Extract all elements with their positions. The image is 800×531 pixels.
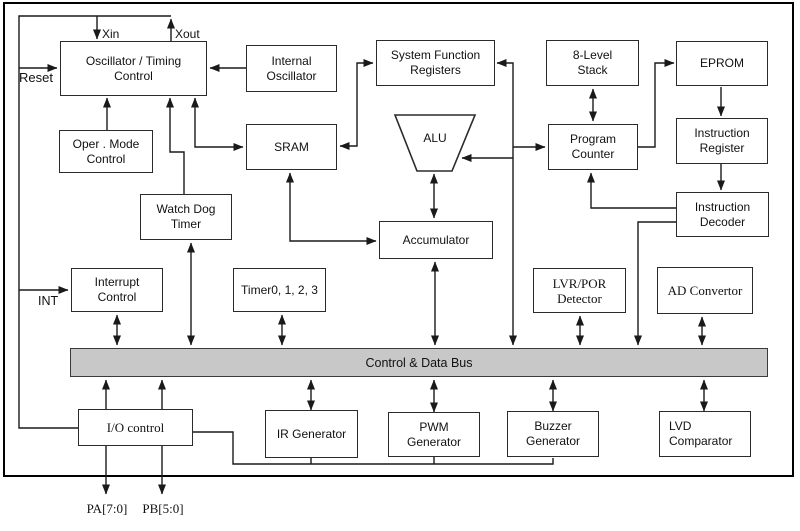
block-pwm-generator: PWM Generator (388, 412, 480, 457)
line-wdt-to-osc (166, 97, 185, 194)
block-watch-dog-timer: Watch Dog Timer (140, 194, 232, 240)
block-instruction-decoder: Instruction Decoder (676, 192, 769, 237)
outer-frame (3, 2, 794, 477)
block-oper-mode-control: Oper . Mode Control (59, 130, 153, 173)
block-alu: ALU (423, 131, 447, 145)
pin-label-xout: Xout (175, 27, 200, 41)
line-pc-to-eprom (638, 59, 675, 148)
block-internal-oscillator: Internal Oscillator (246, 45, 337, 92)
pin-label-int: INT (38, 294, 59, 308)
block-program-counter: Program Counter (548, 124, 638, 170)
block-ad-convertor: AD Convertor (657, 267, 753, 314)
block-accumulator: Accumulator (379, 221, 493, 259)
block-8-level-stack: 8-Level Stack (546, 40, 639, 86)
block-ir-generator: IR Generator (265, 410, 358, 458)
block-lvd-comparator: LVD Comparator (659, 411, 751, 457)
block-instruction-register: Instruction Register (676, 118, 768, 164)
pin-label-pb: PB[5:0] (142, 501, 184, 516)
line-osc-sram (191, 97, 244, 151)
pin-label-pa: PA[7:0] (86, 501, 128, 516)
line-io-right-loop (193, 431, 554, 465)
pin-label-reset: Reset (19, 70, 53, 85)
block-oscillator-timing-control: Oscillator / Timing Control (60, 41, 207, 96)
line-id-to-pc (587, 172, 676, 209)
control-data-bus: Control & Data Bus (70, 348, 768, 377)
block-eprom: EPROM (676, 41, 768, 86)
pin-label-xin: Xin (102, 27, 120, 41)
block-sram: SRAM (246, 124, 337, 170)
line-sfr-to-bus (496, 59, 517, 346)
alu-shape (393, 114, 477, 172)
block-io-control: I/O control (78, 409, 193, 446)
block-timer0-1-2-3: Timer0, 1, 2, 3 (233, 268, 326, 312)
block-lvr-por-detector: LVR/POR Detector (533, 268, 626, 313)
line-id-to-bus (634, 221, 676, 346)
line-sram-sfr (339, 59, 374, 150)
block-interrupt-control: Interrupt Control (71, 268, 163, 312)
block-buzzer-generator: Buzzer Generator (507, 411, 599, 457)
line-crystal-loop (18, 15, 171, 429)
line-sram-accumulator (286, 172, 377, 245)
block-system-function-registers: System Function Registers (376, 40, 495, 86)
